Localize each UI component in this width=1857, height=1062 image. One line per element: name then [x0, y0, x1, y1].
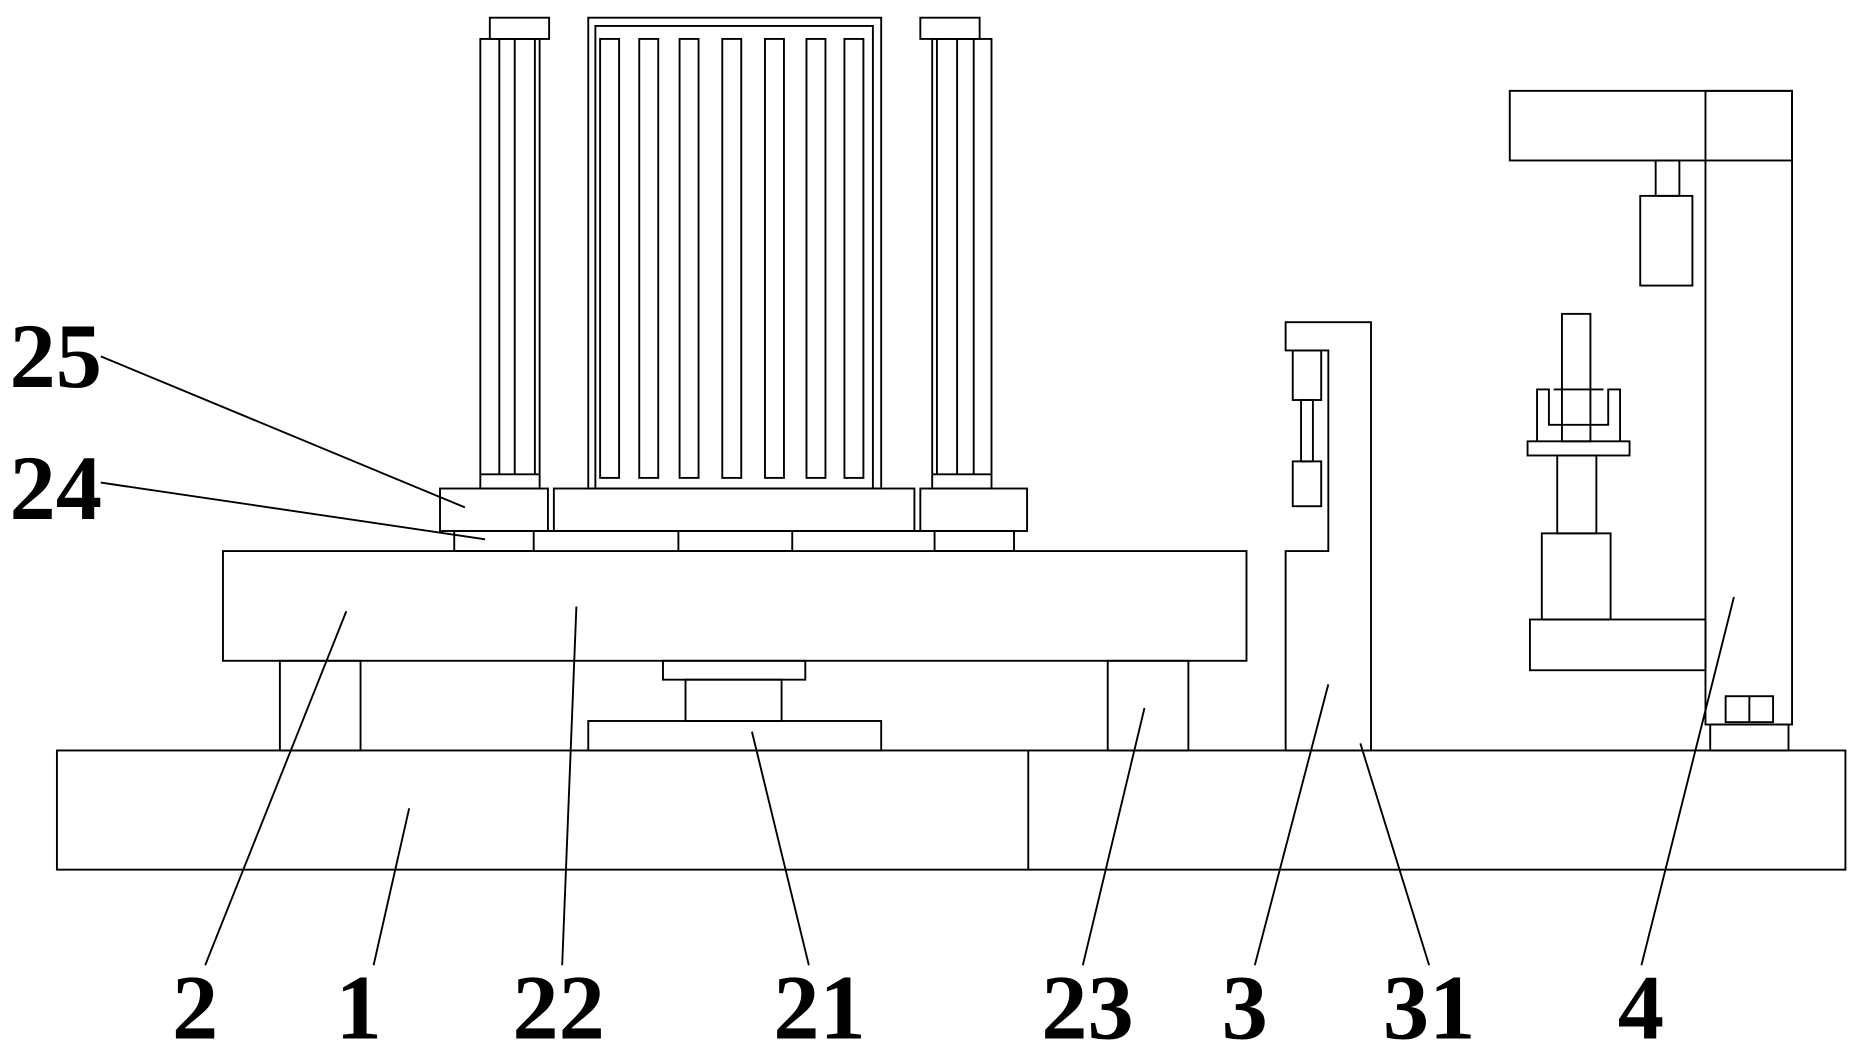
mounting-plates — [439, 487, 1029, 532]
label-21: 21 — [773, 957, 865, 1059]
label-25: 25 — [9, 305, 101, 407]
label-31: 31 — [1383, 957, 1475, 1059]
reference-labels: 25 24 2 1 22 21 23 3 31 4 — [9, 305, 1663, 1058]
turntable — [222, 550, 1248, 662]
label-22: 22 — [512, 957, 604, 1059]
right-column — [919, 16, 993, 490]
label-2: 2 — [172, 957, 218, 1059]
label-1: 1 — [336, 957, 382, 1059]
mounting-feet — [453, 530, 1015, 553]
leader-lines — [100, 355, 1735, 966]
tube-rack — [587, 16, 883, 490]
station-column — [1284, 321, 1372, 752]
gantry-frame — [1508, 89, 1793, 752]
left-column — [479, 16, 551, 490]
base-plate — [55, 749, 1847, 871]
label-4: 4 — [1618, 957, 1664, 1059]
label-3: 3 — [1222, 957, 1268, 1059]
tubes — [599, 37, 865, 479]
label-23: 23 — [1041, 957, 1133, 1059]
rotary-drive — [587, 659, 883, 752]
support-legs — [278, 659, 1190, 752]
label-24: 24 — [9, 437, 101, 539]
